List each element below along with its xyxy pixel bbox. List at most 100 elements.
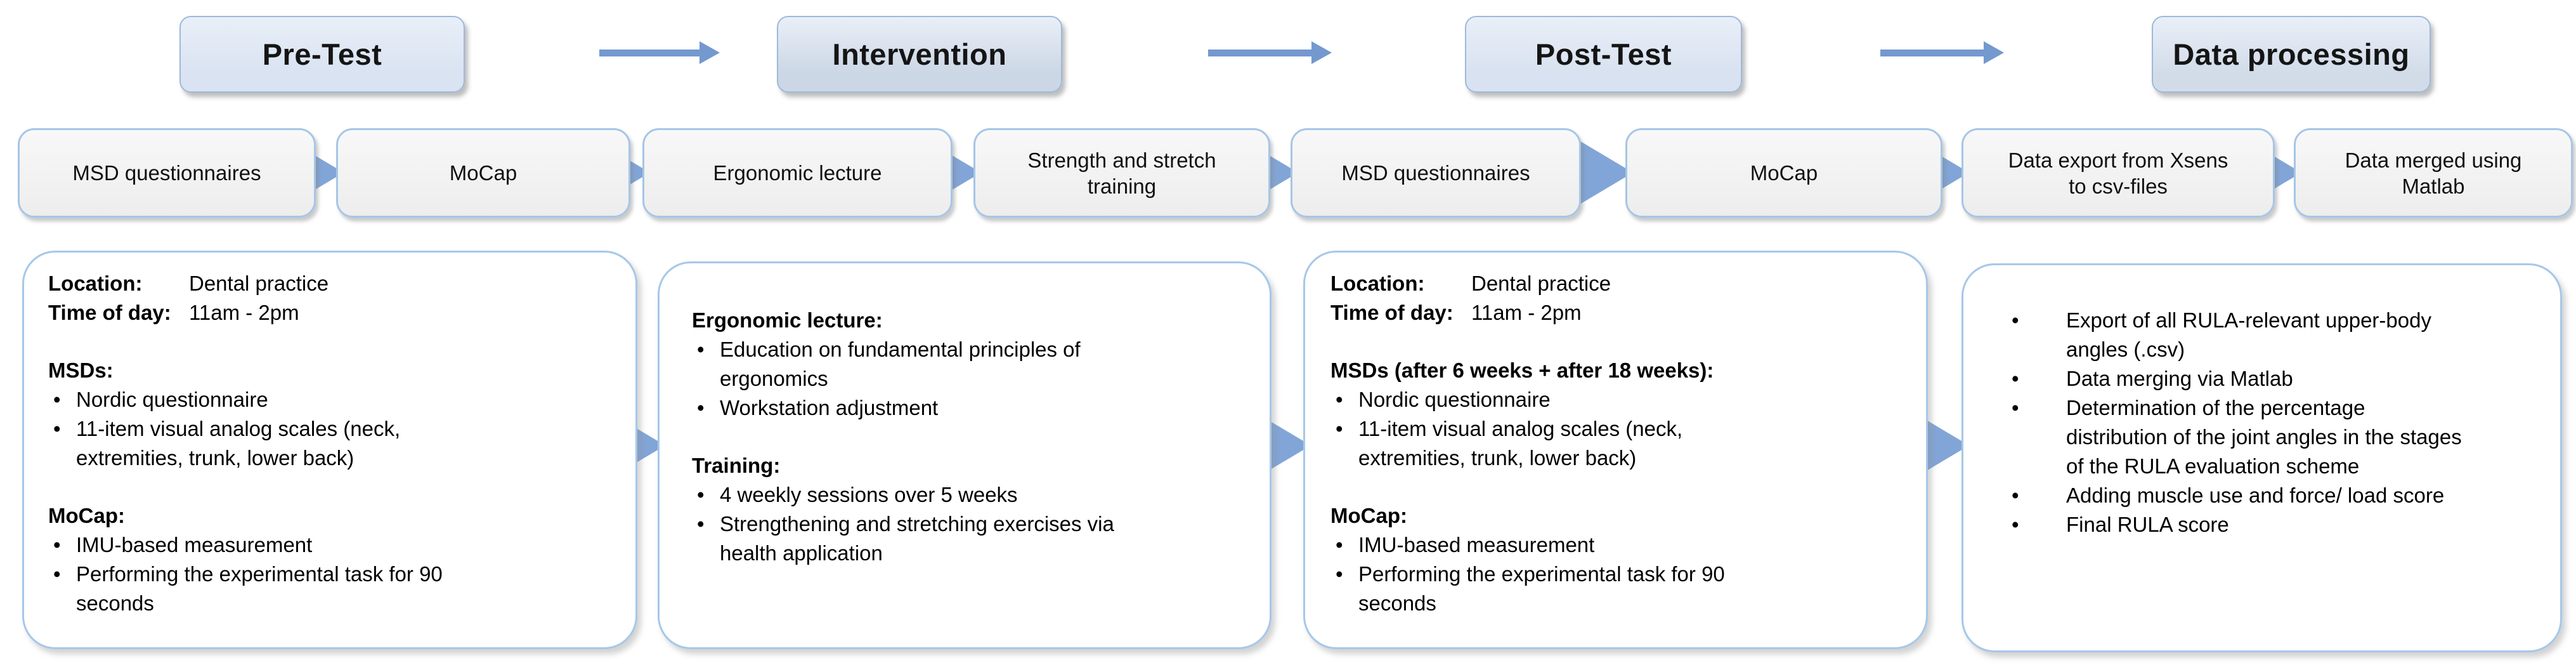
step-label: MSD questionnaires [1341,161,1530,185]
bullet-icon: • [2012,367,2019,390]
list-item: • IMU-based measurement [48,530,616,560]
kv-value: 11am - 2pm [189,301,299,324]
list-item: • Strengthening and stretching exercises… [692,510,1251,568]
list-item: • 11-item visual analog scales (neck, ex… [48,414,616,473]
list-item: • Nordic questionnaire [48,385,616,414]
bullet-icon: • [53,562,61,586]
pretest-detail-box: Location: Dental practice Time of day: 1… [22,251,637,649]
bullet-text: Nordic questionnaire [76,388,268,411]
arrow-shaft [1880,49,1987,56]
step-label: Ergonomic lecture [713,161,882,185]
section-title-msds-after-weeks: MSDs (after 6 weeks + after 18 weeks): [1330,359,1714,382]
bullet-text: Performing the experimental task for 90 … [76,562,443,615]
list-item: • Nordic questionnaire [1330,385,1907,414]
bullet-icon: • [53,417,61,440]
bullet-icon: • [53,533,61,556]
kv-value: Dental practice [189,272,329,295]
bullet-text: IMU-based measurement [76,533,313,556]
step-box-ergonomic-lecture: Ergonomic lecture [642,128,953,218]
kv-label: Time of day: [48,301,171,324]
step-label: Data merged using Matlab [2345,148,2522,198]
phase-box-1: Pre-Test [179,16,465,93]
list-item: • Performing the experimental task for 9… [1330,560,1907,618]
arrow-head [699,41,720,64]
bullet-text: Adding muscle use and force/ load score [2066,484,2445,507]
bullet-icon: • [2012,396,2019,419]
kv-value: Dental practice [1471,272,1611,295]
bullet-icon: • [1336,417,1343,440]
phase-label-data-processing: Data processing [2173,37,2410,71]
kv-value: 11am - 2pm [1471,301,1582,324]
arrow-right-icon [599,39,720,67]
list-item: • IMU-based measurement [1330,530,1907,560]
list-item: • 11-item visual analog scales (neck, ex… [1330,414,1907,473]
list-item: • Adding muscle use and force/ load scor… [2003,481,2542,510]
step-box-msd-questionnaires-pre: MSD questionnaires [18,128,316,218]
phase-label-intervention: Intervention [832,37,1007,71]
bullet-text: IMU-based measurement [1358,533,1595,556]
list-item: • Data merging via Matlab [2003,364,2542,393]
kv-label: Location: [1330,272,1425,295]
phase-box-3: Post-Test [1465,16,1742,93]
list-item: • Determination of the percentage distri… [2003,393,2542,481]
kv-row-location: Location: Dental practice [48,269,616,298]
bullet-text: Nordic questionnaire [1358,388,1551,411]
phase-box-2: Intervention [777,16,1062,93]
list-item: • 4 weekly sessions over 5 weeks [692,480,1251,510]
bullet-text: Performing the experimental task for 90 … [1358,562,1725,615]
step-box-data-export: Data export from Xsens to csv-files [1961,128,2275,218]
step-label: MoCap [1750,161,1818,185]
posttest-detail-box: Location: Dental practice Time of day: 1… [1303,251,1928,649]
list-item: • Performing the experimental task for 9… [48,560,616,618]
step-box-strength-stretch-training: Strength and stretch training [973,128,1270,218]
bullet-icon: • [2012,308,2019,332]
bullet-icon: • [2012,484,2019,507]
step-label: MSD questionnaires [72,161,261,185]
phase-box-4: Data processing [2152,16,2431,93]
kv-label: Time of day: [1330,301,1454,324]
phase-label-post-test: Post-Test [1535,37,1672,71]
bullet-icon: • [697,512,705,536]
bullet-text: Education on fundamental principles of e… [720,338,1081,390]
bullet-text: Data merging via Matlab [2066,367,2293,390]
bullet-text: Determination of the percentage distribu… [2066,396,2462,478]
section-title-mocap: MoCap: [1330,504,1407,527]
step-label: MoCap [449,161,517,185]
bullet-icon: • [697,338,705,361]
bullet-text: 4 weekly sessions over 5 weeks [720,483,1018,506]
bullet-text: Export of all RULA-relevant upper-body a… [2066,308,2431,361]
section-title-ergonomic-lecture: Ergonomic lecture: [692,308,883,332]
bullet-text: Strengthening and stretching exercises v… [720,512,1114,565]
list-item: • Export of all RULA-relevant upper-body… [2003,306,2542,364]
arrow-right-icon [1208,39,1332,67]
bullet-icon: • [1336,562,1343,586]
list-item: • Education on fundamental principles of… [692,335,1251,393]
list-item: • Final RULA score [2003,510,2542,539]
kv-row-location: Location: Dental practice [1330,269,1907,298]
arrow-head [1311,41,1332,64]
kv-label: Location: [48,272,143,295]
step-box-mocap-pre: MoCap [336,128,630,218]
kv-row-time-of-day: Time of day: 11am - 2pm [48,298,616,327]
section-title-training: Training: [692,454,781,477]
arrow-shaft [1208,49,1315,56]
bullet-icon: • [697,483,705,506]
section-title-mocap: MoCap: [48,504,125,527]
intervention-detail-box: Ergonomic lecture: • Education on fundam… [658,261,1272,649]
list-item: • Workstation adjustment [692,393,1251,423]
step-box-msd-questionnaires-post: MSD questionnaires [1291,128,1581,218]
bullet-text: Workstation adjustment [720,396,939,419]
arrow-right-icon [1880,39,2004,67]
step-box-mocap-post: MoCap [1625,128,1942,218]
bullet-text: 11-item visual analog scales (neck, extr… [76,417,401,470]
step-label: Data export from Xsens to csv-files [2008,148,2228,198]
phase-label-pre-test: Pre-Test [262,37,382,71]
bullet-icon: • [2012,513,2019,536]
arrow-shaft [599,49,703,56]
step-box-data-merged: Data merged using Matlab [2294,128,2573,218]
bullet-icon: • [1336,533,1343,556]
kv-row-time-of-day: Time of day: 11am - 2pm [1330,298,1907,327]
bullet-icon: • [697,396,705,419]
bullet-text: Final RULA score [2066,513,2229,536]
